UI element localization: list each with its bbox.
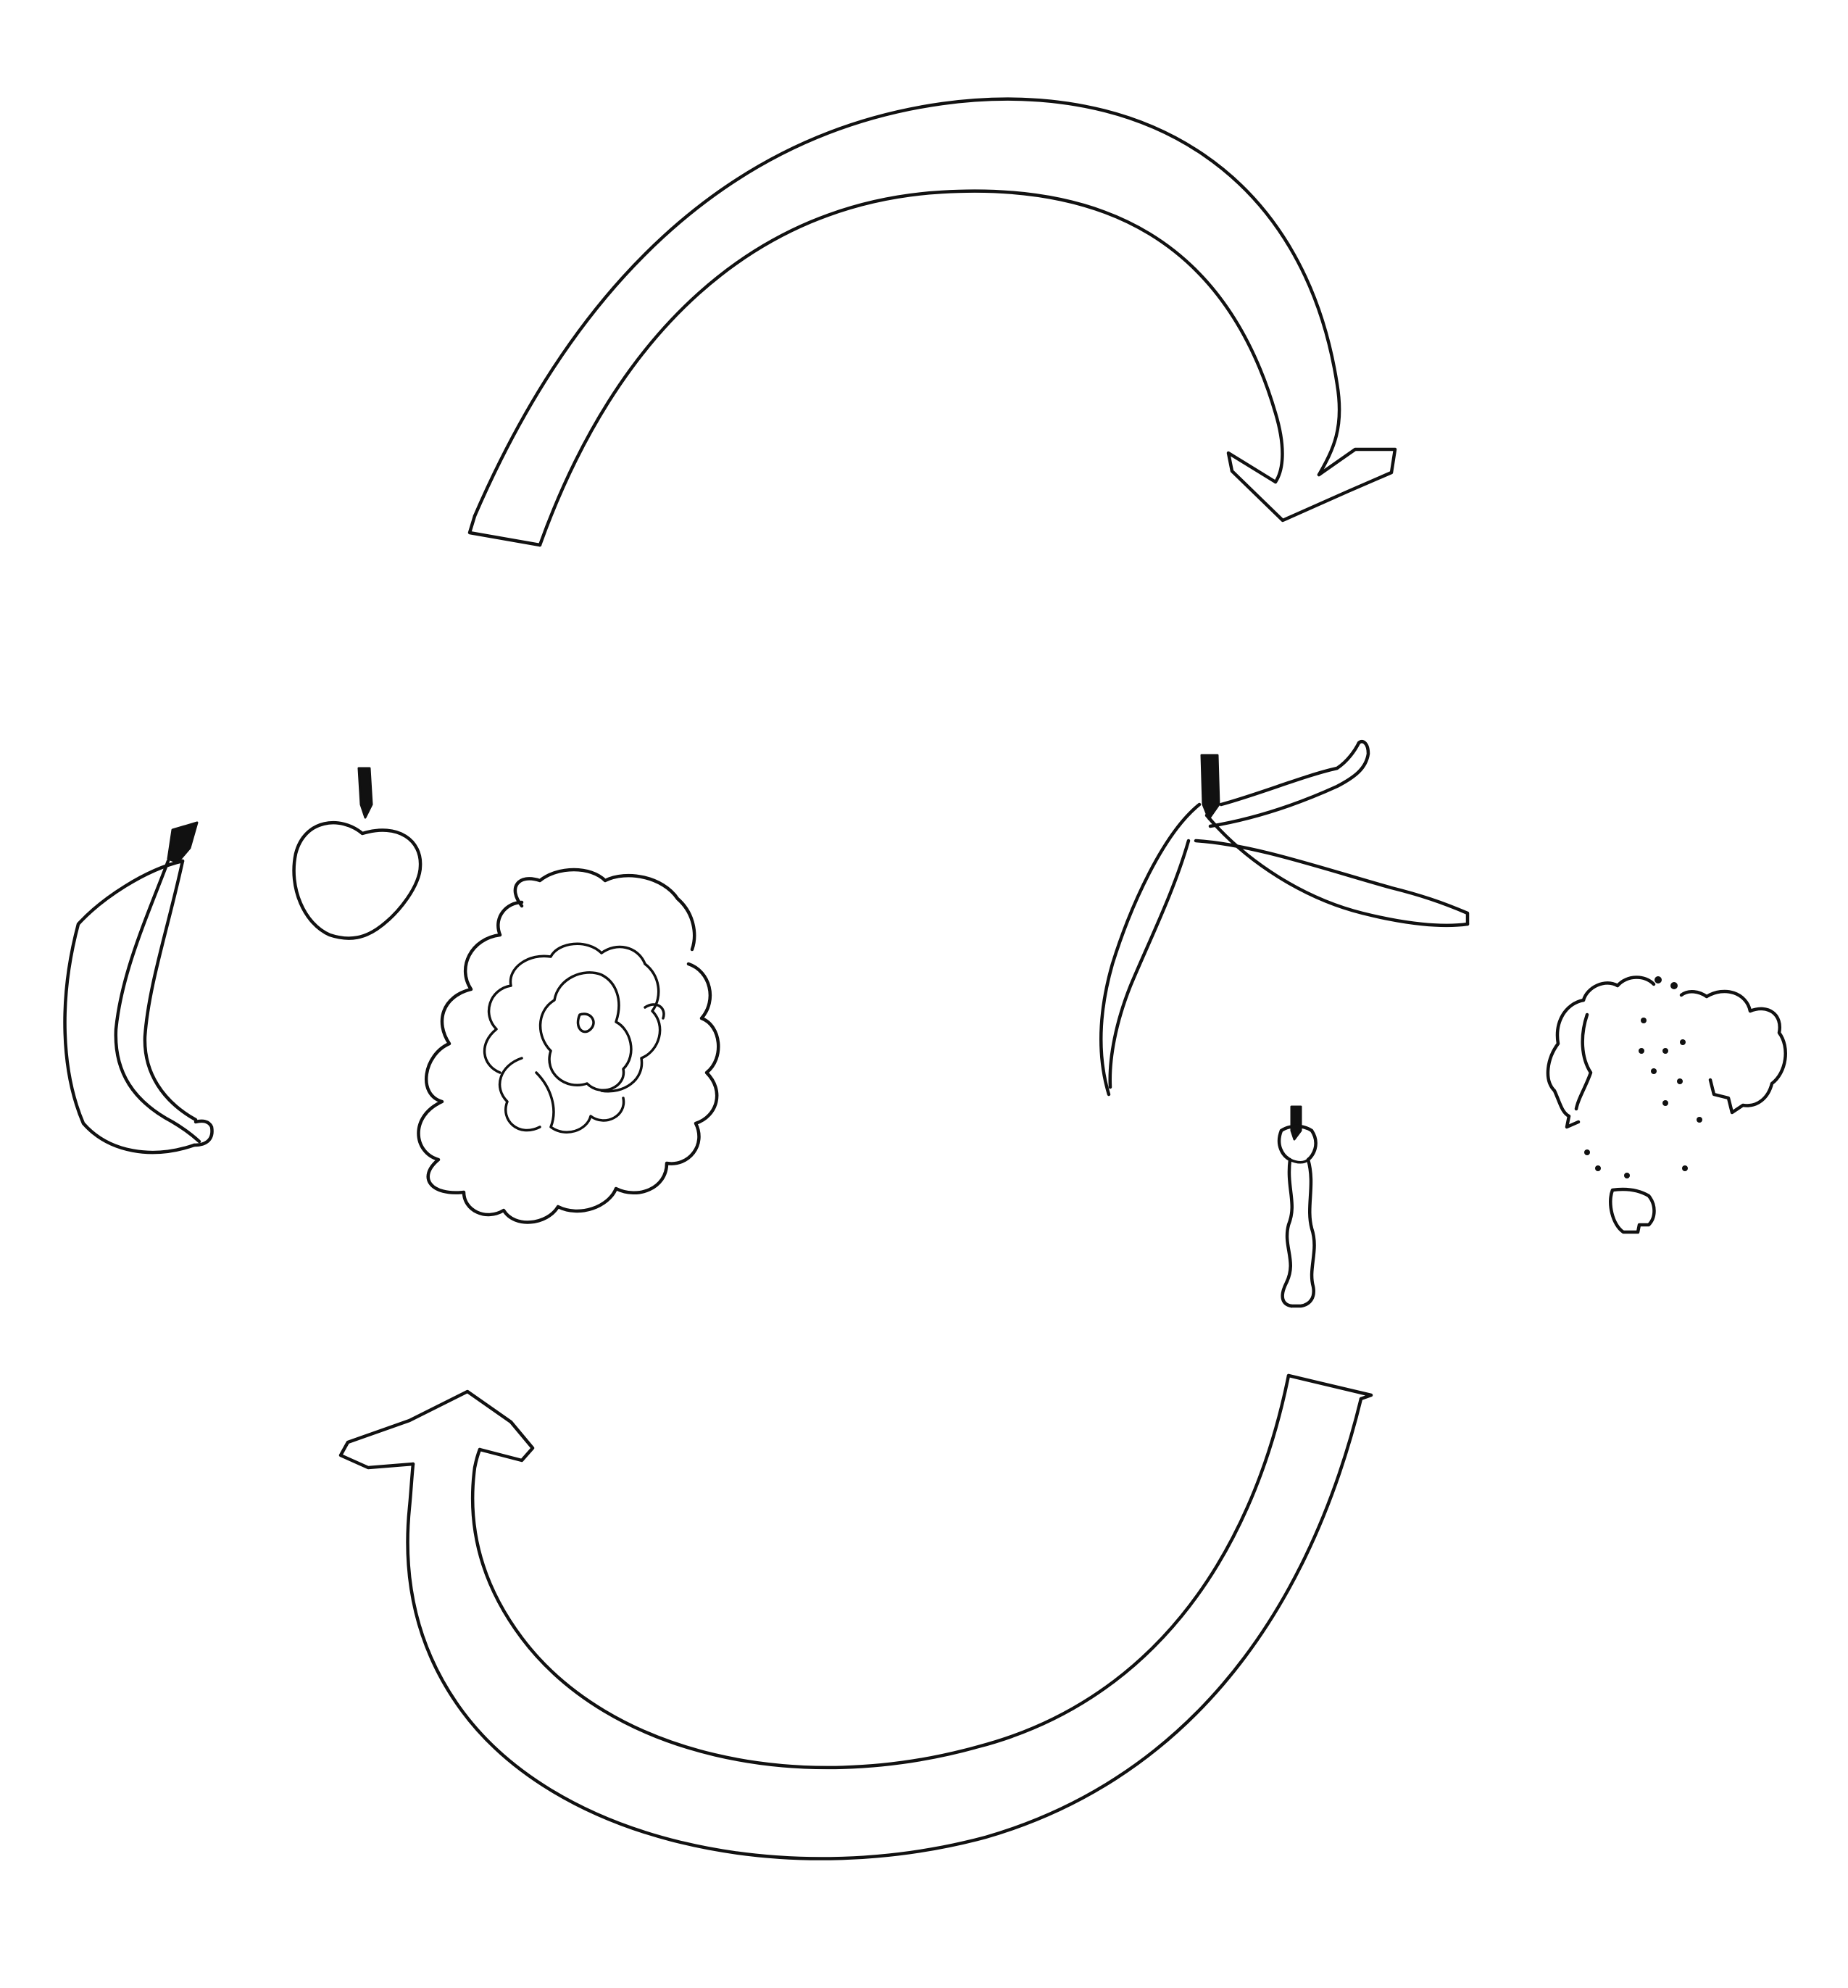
banana-icon [63, 821, 214, 1155]
lettuce-icon [417, 868, 720, 1224]
apple-core-icon [1277, 1105, 1318, 1308]
wilted-broccoli-icon [1546, 976, 1787, 1234]
banana-peel-icon [1099, 739, 1470, 1097]
top-cycle-arrow [467, 97, 1397, 547]
bottom-cycle-arrow [338, 1373, 1373, 1860]
apple-icon [292, 767, 423, 940]
